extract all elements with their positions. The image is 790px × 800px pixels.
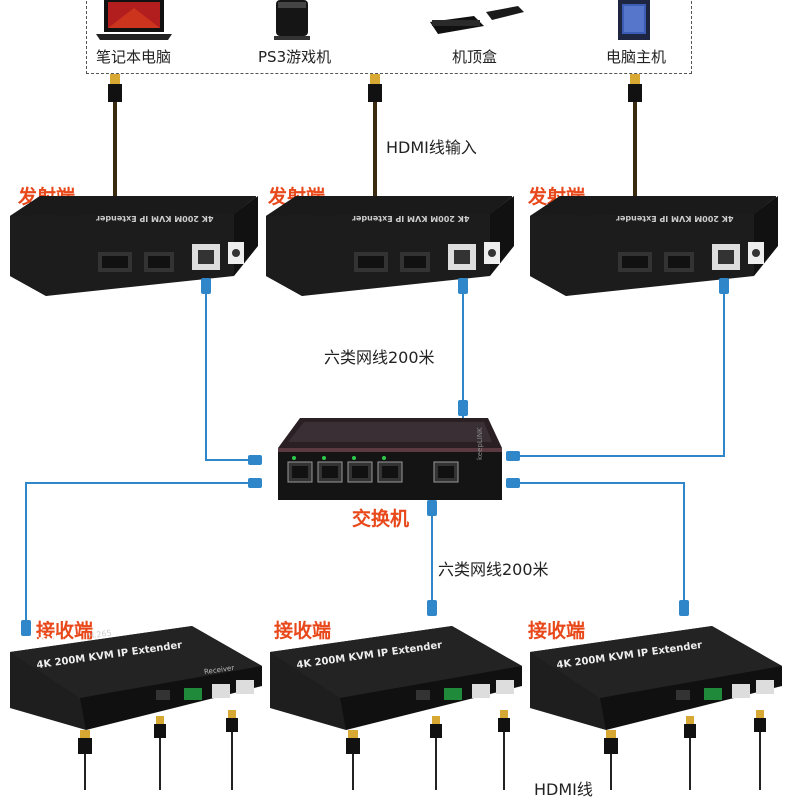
transmitter-device-2 bbox=[262, 196, 520, 300]
receiver-label-1: 接收端 bbox=[36, 620, 94, 642]
source-devices-box bbox=[86, 0, 692, 74]
transmitter-device-3 bbox=[526, 196, 784, 300]
set-top-box-icon bbox=[426, 4, 526, 38]
desktop-tower-icon bbox=[614, 0, 654, 42]
receiver-device-2 bbox=[266, 626, 528, 736]
cable-caption-top: 六类网线200米 bbox=[324, 348, 435, 367]
game-console-icon bbox=[272, 0, 312, 42]
receiver-device-3 bbox=[526, 626, 788, 736]
hdmi-bottom-caption: HDMI线 bbox=[534, 780, 593, 799]
source-label-ps3: PS3游戏机 bbox=[258, 48, 332, 66]
transmitter-title-3: 4K 200M KVM IP Extender bbox=[616, 214, 734, 223]
receiver-label-3: 接收端 bbox=[528, 620, 586, 642]
receiver-output-cables bbox=[78, 710, 766, 790]
cable-caption-bottom: 六类网线200米 bbox=[438, 560, 549, 579]
switch-brand: keepLINK bbox=[476, 427, 484, 460]
laptop-icon bbox=[94, 0, 174, 42]
source-label-stb: 机顶盒 bbox=[452, 48, 498, 66]
source-label-laptop: 笔记本电脑 bbox=[96, 48, 172, 66]
transmitter-title-1: 4K 200M KVM IP Extender bbox=[96, 214, 214, 223]
receiver-device-1 bbox=[6, 626, 268, 736]
receiver-label-2: 接收端 bbox=[274, 620, 332, 642]
network-switch bbox=[270, 418, 510, 504]
hdmi-input-caption: HDMI线输入 bbox=[386, 138, 477, 157]
switch-label: 交换机 bbox=[352, 508, 410, 530]
transmitter-device-1 bbox=[6, 196, 264, 300]
transmitter-title-2: 4K 200M KVM IP Extender bbox=[352, 214, 470, 223]
source-label-desktop: 电脑主机 bbox=[606, 48, 667, 66]
